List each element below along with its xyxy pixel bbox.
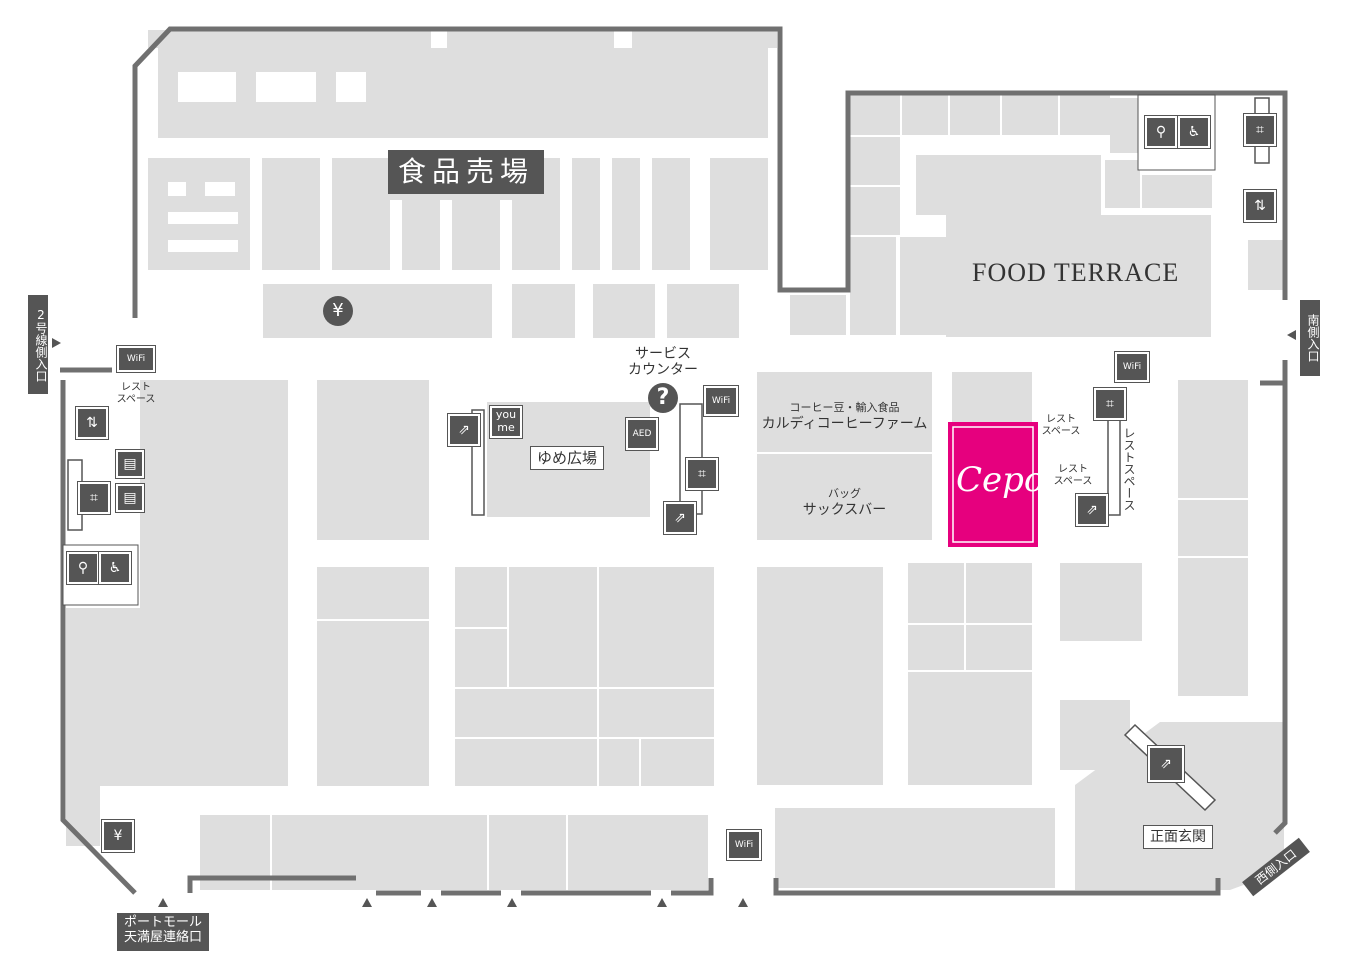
sacs-name: サックスバー — [802, 502, 887, 518]
store-blocks — [66, 30, 1284, 890]
food-hall-title: 食品売場 — [388, 150, 545, 194]
rest-space-left: レスト スペース — [116, 382, 156, 405]
yume-plaza-label: ゆめ広場 — [530, 446, 605, 470]
main-entrance-label: 正面玄関 — [1143, 825, 1213, 849]
entry-arrow-4 — [657, 898, 667, 907]
elevator-icon: ⇅ — [75, 406, 109, 440]
south-entrance[interactable]: 南側入口 — [1300, 300, 1320, 376]
accessible-toilet-icon: ♿ — [98, 551, 132, 585]
wifi-icon: WiFi — [116, 345, 156, 373]
entry-arrow-5 — [738, 898, 748, 907]
south-arrow — [1287, 330, 1296, 340]
kaldi-name: カルディコーヒーファーム — [761, 416, 928, 432]
atm-icon[interactable]: ¥ — [323, 296, 353, 326]
stairs-icon: ⌗ — [1243, 113, 1277, 147]
entry-arrow-3 — [507, 898, 517, 907]
portmall-arrow — [158, 898, 168, 907]
escalator-icon: ⇗ — [663, 501, 697, 535]
wifi-icon: WiFi — [703, 385, 739, 417]
route2-arrow — [52, 338, 61, 348]
wifi-icon: WiFi — [726, 829, 762, 861]
stairs-icon: ⌗ — [1093, 387, 1127, 421]
cepo-store[interactable] — [948, 422, 1038, 547]
entry-arrow-1 — [362, 898, 372, 907]
kaldi-category: コーヒー豆・輸入食品 — [789, 401, 900, 414]
food-hall-aisles — [148, 48, 768, 338]
sacs-category: バッグ — [828, 487, 861, 500]
food-terrace-title: FOOD TERRACE — [972, 258, 1180, 287]
service-counter-label: サービス カウンター — [628, 346, 698, 378]
aed-icon[interactable]: AED — [625, 417, 659, 451]
route2-entrance[interactable]: 2号線側入口 — [28, 295, 48, 394]
entry-arrow-2 — [427, 898, 437, 907]
restroom-icon: ⚲ — [66, 551, 100, 585]
rest-space-vertical: レストスペース — [1122, 427, 1136, 511]
escalator-icon: ⇗ — [1075, 493, 1109, 527]
accessible-toilet-icon: ♿ — [1177, 115, 1211, 149]
escalator-icon: ⇗ — [1147, 745, 1185, 783]
restroom-icon: ⚲ — [1144, 115, 1178, 149]
rest-space-right-upper: レスト スペース — [1041, 414, 1081, 437]
sacs-block[interactable] — [757, 454, 932, 540]
youme-card-icon: you me — [489, 405, 523, 439]
atm-machine-icon: ¥ — [101, 819, 135, 853]
wifi-icon: WiFi — [1114, 351, 1150, 383]
kaldi-block[interactable] — [757, 372, 932, 452]
info-icon[interactable]: ? — [648, 383, 678, 413]
stairs-icon: ⌗ — [685, 457, 719, 491]
rest-space-right-lower: レスト スペース — [1053, 464, 1093, 487]
locker-icon: ▤ — [115, 449, 145, 479]
elevator-icon: ⇅ — [1243, 189, 1277, 223]
escalator-icon: ⇗ — [447, 413, 481, 447]
stairs-icon: ⌗ — [77, 481, 111, 515]
food-terrace-block[interactable] — [946, 215, 1211, 337]
portmall-entrance[interactable]: ポートモール 天満屋連絡口 — [117, 913, 209, 951]
outer-walls — [60, 26, 1288, 896]
coin-locker-icon: ▤ — [115, 483, 145, 513]
cepo-logo[interactable]: Cepo — [956, 460, 1045, 500]
